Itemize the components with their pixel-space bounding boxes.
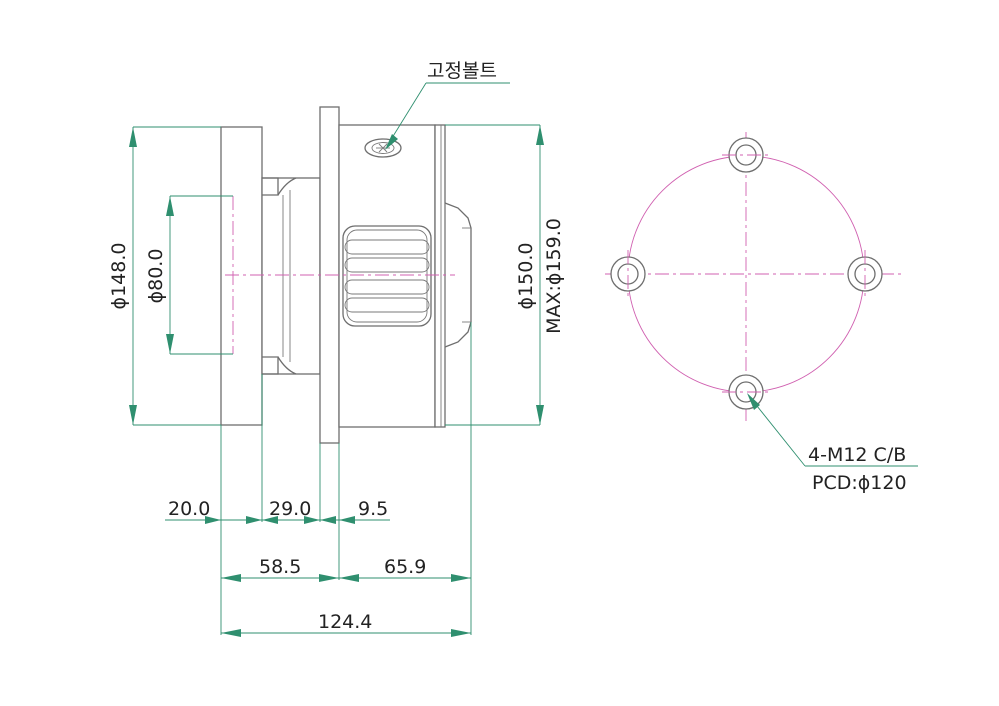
dim-9-5-label: 9.5 [358, 498, 388, 520]
dim-20-label: 20.0 [168, 498, 210, 520]
annotations: 고정볼트 ϕ148.0 ϕ80.0 ϕ150.0 MAX:ϕ159.0 20.0… [108, 60, 907, 633]
dim-148-label: ϕ148.0 [108, 243, 130, 310]
dim-80-label: ϕ80.0 [145, 249, 167, 304]
left-flange [220, 126, 263, 426]
bolt-hole-top [722, 137, 770, 173]
side-view [220, 106, 472, 444]
groove-curve-top [277, 177, 297, 196]
dim-124-4-label: 124.4 [318, 611, 372, 633]
dim-58-5-label: 58.5 [259, 556, 301, 578]
front-cone [444, 202, 472, 348]
dim-65-9-label: 65.9 [384, 556, 426, 578]
dimension-lines [129, 82, 544, 637]
hole-spec-label: 4-M12 C/B [808, 444, 906, 466]
spline-window [342, 225, 432, 327]
neck-section [261, 177, 321, 375]
bolt-callout-label: 고정볼트 [427, 60, 497, 82]
bolt-hole-right [847, 250, 883, 298]
bolt-hole-bottom [722, 374, 770, 410]
dim-150-label: ϕ150.0 [515, 243, 537, 310]
dim-max-label: MAX:ϕ159.0 [543, 218, 565, 334]
groove-left [262, 177, 279, 375]
fixing-bolt [364, 138, 402, 158]
dim-29-label: 29.0 [269, 498, 311, 520]
pcd-label: PCD:ϕ120 [812, 472, 907, 494]
bolt-hole-left [610, 250, 646, 298]
body-ring [434, 124, 446, 428]
front-view [605, 132, 918, 467]
groove-curve-bottom [277, 356, 297, 375]
